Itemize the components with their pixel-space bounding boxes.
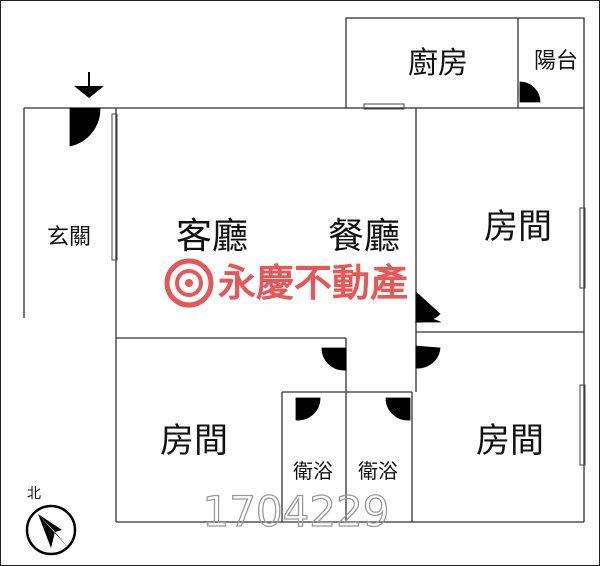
balcony-label: 陽台 (534, 49, 578, 74)
brand-logo-icon (164, 258, 214, 308)
north-label: 北 (27, 486, 41, 502)
bedroom-sw-door (321, 347, 347, 371)
living-room-label: 客廳 (176, 216, 248, 257)
bedroom-ne-door (414, 318, 442, 323)
entrance-arrow-icon (74, 72, 104, 98)
bath-right-label: 衛浴 (358, 459, 398, 483)
brand-watermark-text: 永慶不動產 (218, 261, 408, 305)
bath-left-label: 衛浴 (293, 459, 333, 483)
dining-door (415, 291, 441, 323)
north-compass-icon (25, 504, 77, 556)
balcony-door (519, 81, 541, 103)
foyer-label: 玄關 (47, 225, 91, 250)
bedroom-se-door (415, 345, 441, 369)
windows (111, 103, 586, 466)
bath-right-door (385, 397, 411, 421)
dining-room-label: 餐廳 (328, 216, 400, 257)
kitchen-label: 廚房 (408, 46, 468, 81)
entrance-door (69, 107, 101, 147)
door-swings (69, 81, 541, 421)
bedroom-se-label: 房間 (476, 421, 544, 461)
brand-watermark: 永慶不動產 (164, 258, 408, 308)
listing-number: 1704229 (202, 487, 389, 536)
bedroom-ne-label: 房間 (484, 207, 552, 247)
bath-left-door (295, 397, 321, 421)
bedroom-sw-label: 房間 (160, 421, 228, 461)
